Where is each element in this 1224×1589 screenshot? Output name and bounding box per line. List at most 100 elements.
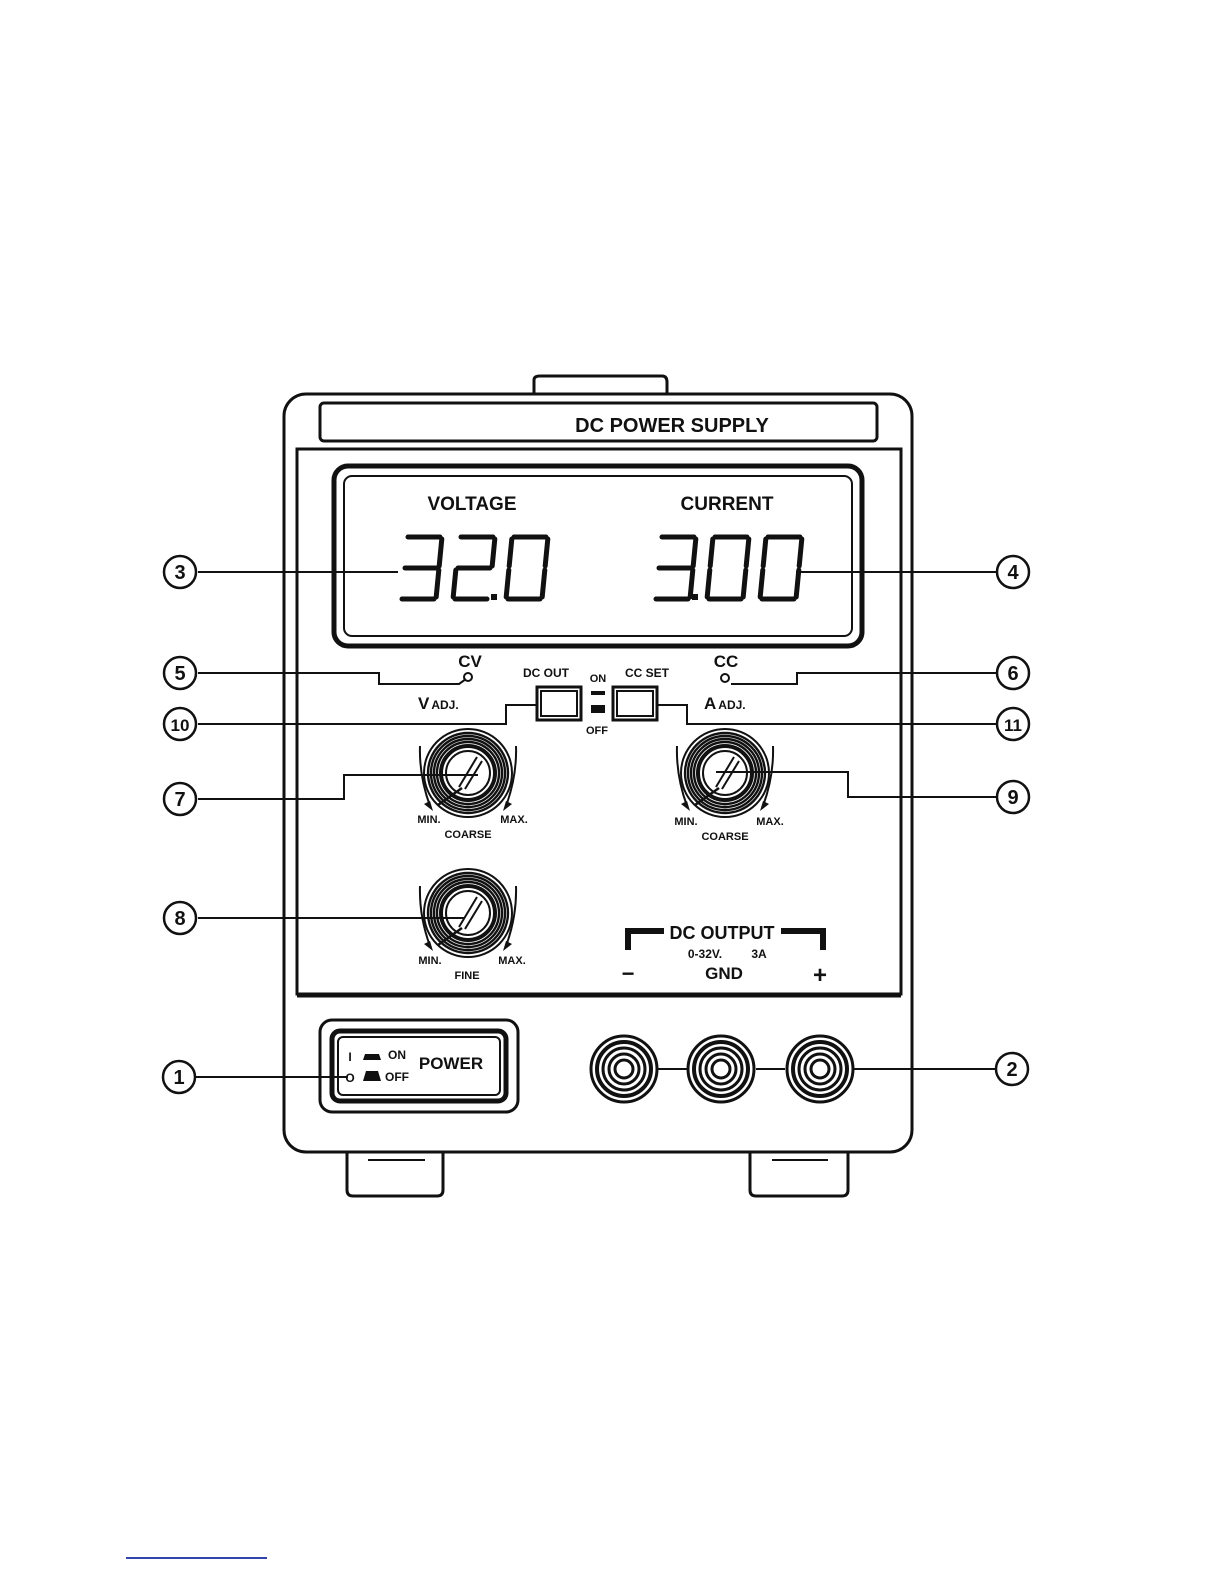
dc-output-current-spec: 3A [751,947,767,961]
digit-3 [402,537,442,599]
callout-number: 10 [171,716,190,735]
power-on-label: ON [388,1048,406,1062]
power-on-symbol: I [348,1050,351,1064]
v-coarse-max-label: MAX. [500,814,528,826]
segment-e [760,570,763,597]
callout-number: 6 [1007,663,1018,685]
cc-led [721,674,729,682]
callout-number: 4 [1007,562,1019,584]
digit-2 [453,537,495,599]
display-window: VOLTAGE CURRENT [334,466,862,646]
callout-number: 11 [1004,716,1022,735]
front-panel [297,449,901,994]
callout-2: 2 [996,1053,1028,1085]
segment-b [746,539,749,566]
callout-number: 1 [173,1067,184,1089]
power-off-label: OFF [385,1070,409,1084]
current-label: CURRENT [681,494,774,515]
gnd-label: GND [705,964,743,983]
segment-f [509,539,512,566]
segment-b [439,539,442,566]
dc-out-label: DC OUT [523,666,570,680]
power-switch[interactable]: I O ON OFF POWER [320,1020,518,1112]
decimal-point [491,594,497,600]
callout-3: 3 [164,556,196,588]
cv-indicator: CV [458,652,482,681]
segment-f [763,539,766,566]
switch-off-label: OFF [586,725,608,737]
digit-3 [656,537,696,599]
segment-c [796,570,799,597]
segment-f [710,539,713,566]
segment-b [693,539,696,566]
right-foot [750,1152,848,1196]
power-label: POWER [419,1054,483,1073]
digit-0 [506,537,548,599]
voltage-fine-knob[interactable] [420,869,516,957]
dc-output-title: DC OUTPUT [670,923,775,943]
segment-c [542,570,545,597]
cc-label: CC [714,652,739,671]
v-fine-label: FINE [454,970,479,982]
ground-terminal[interactable] [688,1036,754,1102]
a-coarse-max-label: MAX. [756,816,784,828]
callout-9: 9 [997,781,1029,813]
callout-5: 5 [164,657,196,689]
dc-out-button[interactable] [537,687,581,720]
minus-sign: − [622,961,635,986]
v-fine-min-label: MIN. [418,955,441,967]
v-coarse-label: COARSE [444,829,491,841]
segment-b [545,539,548,566]
decimal-point [692,594,698,600]
segment-b [492,539,495,566]
callout-11: 11 [997,708,1029,740]
callout-10: 10 [164,708,196,740]
callout-8: 8 [164,902,196,934]
dc-output-legend: DC OUTPUT 0-32V. 3A − GND + [622,923,827,989]
digit-0 [707,537,749,599]
dc-output-voltage-spec: 0-32V. [688,947,722,961]
callout-number: 8 [174,908,185,930]
negative-terminal[interactable] [591,1036,657,1102]
digit-0 [760,537,802,599]
left-foot [347,1152,443,1196]
segment-b [799,539,802,566]
cv-label: CV [458,652,482,671]
segment-c [743,570,746,597]
switch-on-label: ON [590,673,607,685]
segment-e [707,570,710,597]
positive-terminal[interactable] [787,1036,853,1102]
on-off-symbol [591,691,605,713]
v-coarse-min-label: MIN. [417,814,440,826]
a-coarse-min-label: MIN. [674,816,697,828]
cc-indicator: CC [714,652,739,682]
voltage-readout [402,537,548,600]
plus-sign: + [813,962,827,989]
callout-number: 3 [174,562,185,584]
segment-c [690,570,693,597]
v-fine-max-label: MAX. [498,955,526,967]
cc-set-label: CC SET [625,666,670,680]
callout-number: 5 [174,663,185,685]
voltage-label: VOLTAGE [427,494,516,515]
segment-e [453,570,456,597]
device-title: DC POWER SUPPLY [575,415,769,437]
callout-number: 7 [174,789,185,811]
voltage-coarse-knob[interactable] [420,729,516,817]
callout-number: 9 [1007,787,1018,809]
output-terminals [591,1036,853,1102]
callout-7: 7 [164,783,196,815]
callout-6: 6 [997,657,1029,689]
callout-4: 4 [997,556,1029,588]
segment-e [506,570,509,597]
a-coarse-label: COARSE [701,831,748,843]
current-readout [656,537,802,600]
segment-c [436,570,439,597]
callout-1: 1 [163,1061,195,1093]
callout-number: 2 [1006,1059,1017,1081]
cc-set-button[interactable] [613,687,657,720]
